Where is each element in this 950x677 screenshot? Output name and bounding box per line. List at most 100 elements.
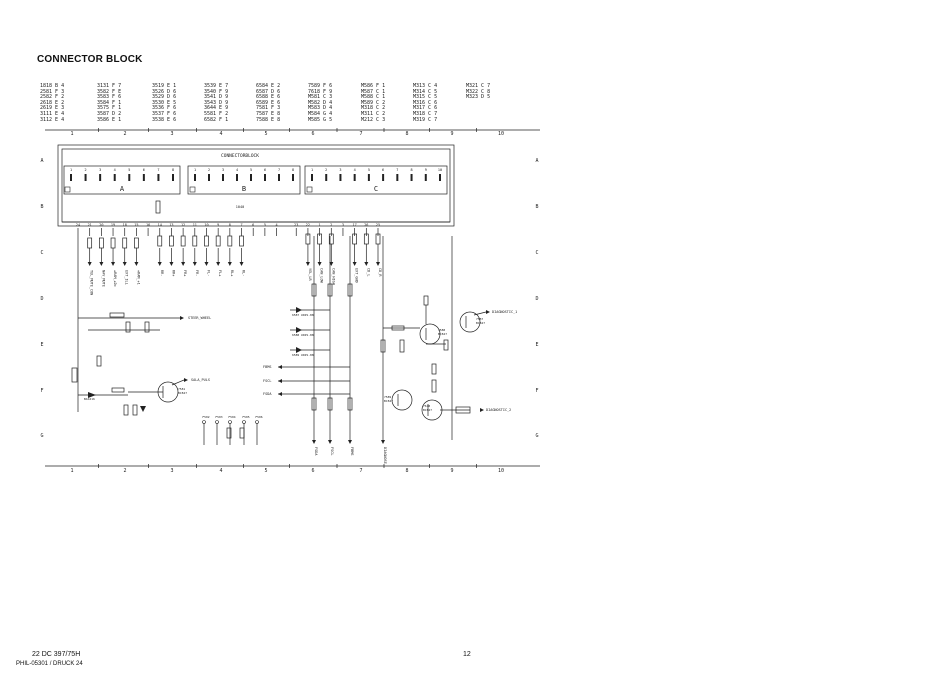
connector-pin-number: 4 xyxy=(354,168,356,172)
connector-pin-number: 3 xyxy=(339,168,341,172)
footer-document-code: PHIL-05301 / DRUCK 24 xyxy=(16,661,83,667)
series-resistor xyxy=(204,235,209,247)
connector-pin xyxy=(396,174,399,181)
bottom-signal-label: DIAGNOSE xyxy=(383,447,387,464)
signal-arrow xyxy=(239,262,244,266)
fuse-label: 1040 xyxy=(236,205,244,209)
signal-label: EXT_GND xyxy=(355,268,359,283)
signal-label: FL+ xyxy=(218,270,222,276)
resistor xyxy=(423,295,429,306)
connector-key-b xyxy=(189,186,196,193)
transistor-7587 xyxy=(459,311,481,333)
footer-model: 22 DC 397/75H xyxy=(32,651,81,658)
input-label: FSCL xyxy=(263,379,271,383)
resistor xyxy=(71,367,78,383)
signal-label: FR+ xyxy=(183,270,187,276)
signal-arrow xyxy=(122,262,127,266)
resistor xyxy=(311,283,317,297)
connector-pin xyxy=(278,174,280,181)
part-label: BAS216 xyxy=(84,397,95,401)
pin-number: 15 xyxy=(134,223,138,227)
signal-label: CD_R xyxy=(378,268,382,277)
part-label: BC847 xyxy=(438,332,447,336)
resistor xyxy=(239,427,245,439)
part-label: BC847 xyxy=(423,408,432,412)
series-resistor xyxy=(87,237,93,249)
resistor-3587 xyxy=(109,312,125,318)
pin-number: 5 xyxy=(264,223,266,227)
signal-label: CAN_LOW xyxy=(320,268,324,284)
output-label: DIAGNOSTIC_2 xyxy=(486,408,511,412)
connector-pin-number: 1 xyxy=(70,168,72,172)
resistor xyxy=(431,379,437,393)
arrow xyxy=(486,310,490,314)
resistor xyxy=(327,283,333,297)
connector-pin xyxy=(113,174,116,181)
signal-label: YEL_LR xyxy=(308,268,312,282)
reference-column: 7589 F 6 7618 F 9 M581 C 3 M582 D 4 M583… xyxy=(308,83,333,123)
part-label: 7589 xyxy=(384,395,391,399)
resistor xyxy=(125,321,131,333)
part-label: 7581 xyxy=(178,387,185,391)
bottom-signal-label: FSCL xyxy=(330,447,334,455)
reference-column: M313 C 4 M314 C 5 M315 C 5 M316 C 6 M317… xyxy=(413,83,438,123)
connector-pin xyxy=(292,174,294,181)
transistor-7589 xyxy=(391,389,413,411)
series-resistor xyxy=(99,237,104,249)
connector-key-c xyxy=(306,186,313,193)
connector-block-name: C xyxy=(374,185,378,193)
connector-pin-number: 7 xyxy=(278,168,280,172)
bottom-signal-label: FBMS xyxy=(350,447,354,455)
row-label: B xyxy=(535,204,538,210)
signal-arrow xyxy=(317,262,322,266)
connector-pin xyxy=(353,174,356,181)
part-label: 7618 xyxy=(423,404,430,408)
connector-pin-number: 6 xyxy=(264,168,266,172)
resistor xyxy=(144,321,150,333)
connector-pin xyxy=(208,174,210,181)
signal-arrow xyxy=(305,262,310,266)
signal-label: RL+ xyxy=(230,270,234,276)
connector-pin xyxy=(194,174,196,181)
pin-number: 19 xyxy=(111,223,115,227)
resistor xyxy=(311,397,317,411)
connector-pin-number: 9 xyxy=(425,168,427,172)
column-label: 7 xyxy=(359,468,362,474)
series-resistor xyxy=(110,237,116,249)
signal-label: RR- xyxy=(160,270,164,276)
reference-column: M586 F 1 M587 C 1 M588 C 1 M589 C 2 M318… xyxy=(361,83,386,123)
column-label: 3 xyxy=(170,131,173,137)
diode-6582 xyxy=(140,406,146,412)
input-arrow xyxy=(278,365,282,369)
row-label: E xyxy=(40,342,43,348)
row-label: D xyxy=(40,296,43,302)
pin-number: 26 xyxy=(364,223,368,227)
connector-block-label: CONNECTORBLOCK xyxy=(221,153,259,159)
signal-arrow xyxy=(99,262,104,266)
resistor-3530 xyxy=(391,325,405,331)
signal-label: +RAM_+Dc xyxy=(113,270,117,287)
resistor-3540 xyxy=(455,406,471,414)
row-label: F xyxy=(40,388,43,394)
resistor xyxy=(431,363,437,375)
column-label: 8 xyxy=(405,468,408,474)
reference-column: 6584 E 2 6587 D 6 6588 E 6 6589 E 6 7581… xyxy=(256,83,281,123)
resistor xyxy=(123,404,129,416)
resistor xyxy=(347,283,353,297)
reference-column: 3539 E 7 3540 F 9 3541 D 9 3543 D 9 3644… xyxy=(204,83,229,123)
resistor xyxy=(226,427,232,439)
row-label: F xyxy=(535,388,538,394)
input-label: FBMS xyxy=(263,365,271,369)
test-point-label: F504 xyxy=(228,415,235,419)
signal-label: FR- xyxy=(195,270,199,276)
series-resistor xyxy=(169,235,174,247)
part-label: 7588 xyxy=(438,328,445,332)
input-arrow xyxy=(278,392,282,396)
connector-pin xyxy=(382,174,385,181)
column-label: 6 xyxy=(311,131,314,137)
test-point-label: F503 xyxy=(215,415,222,419)
row-label: A xyxy=(40,158,43,164)
connector-pin xyxy=(222,174,224,181)
column-label: 7 xyxy=(359,131,362,137)
resistor xyxy=(327,397,333,411)
